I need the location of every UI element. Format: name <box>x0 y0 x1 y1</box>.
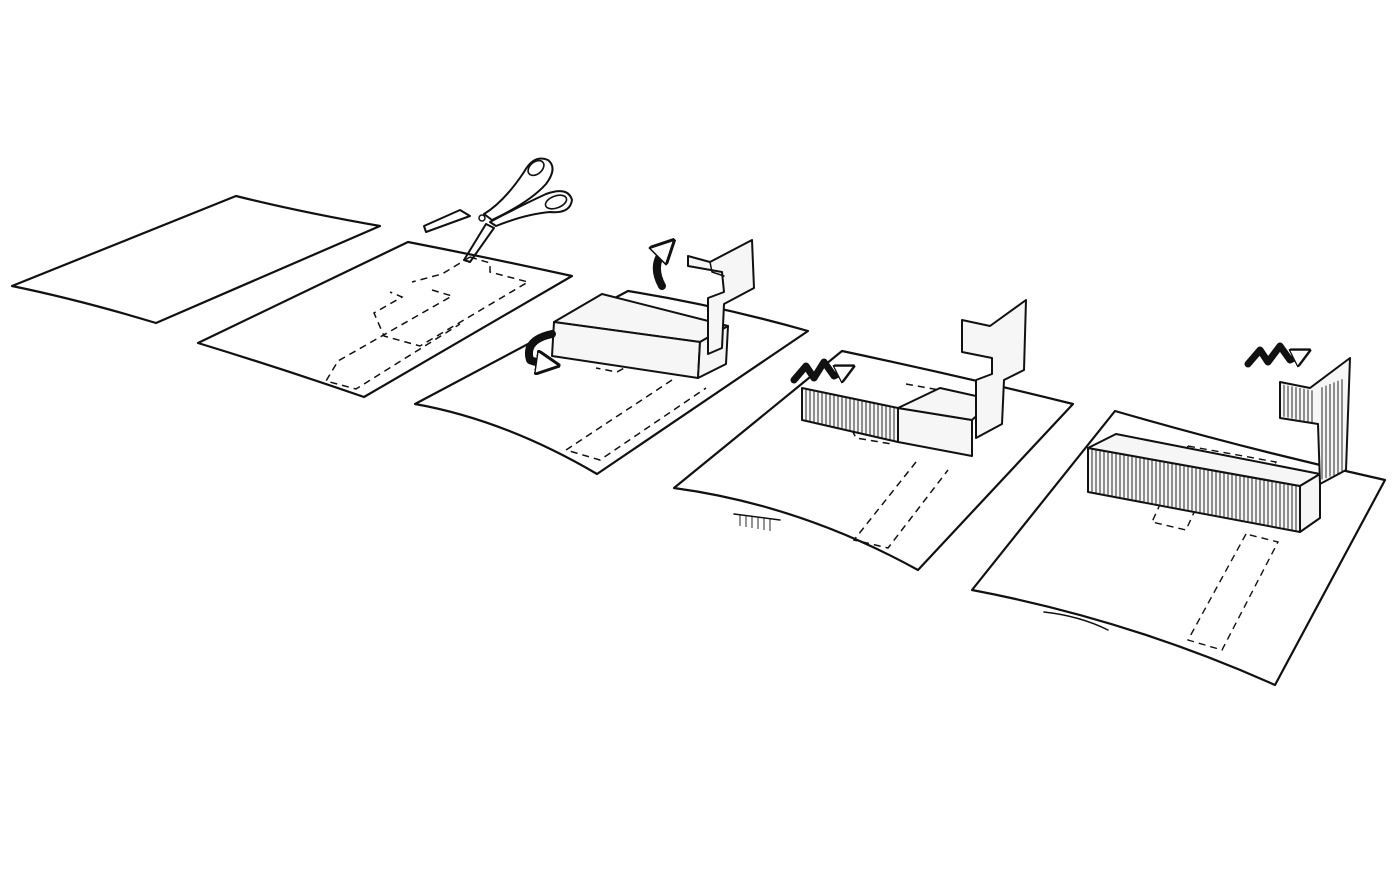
cut-line <box>373 256 530 347</box>
raised-tower <box>687 239 755 355</box>
scissors-icon <box>423 157 573 263</box>
pleats <box>1091 449 1297 531</box>
pleats <box>805 389 895 441</box>
step-1-blank-sheet <box>10 194 382 325</box>
cut-line <box>324 289 461 390</box>
step-5-finished-pleated-sheet <box>970 342 1387 687</box>
cut-line <box>411 256 471 283</box>
cut-line <box>852 461 949 549</box>
cut-line <box>564 379 707 461</box>
raised-tower <box>961 299 1027 439</box>
opening <box>1186 533 1280 651</box>
step-2-cut-sheet <box>196 157 574 399</box>
step-3-fold-up-sheet <box>413 239 810 476</box>
sheet-lip <box>733 513 781 531</box>
sheet <box>196 240 574 399</box>
sheet <box>10 194 382 325</box>
sheet <box>672 349 1075 572</box>
sheet <box>413 289 810 476</box>
sheet-lip <box>1043 611 1109 631</box>
pleated-tower <box>1279 357 1351 485</box>
sheet <box>970 409 1387 687</box>
step-4-pleat-wall-sheet <box>672 299 1075 572</box>
